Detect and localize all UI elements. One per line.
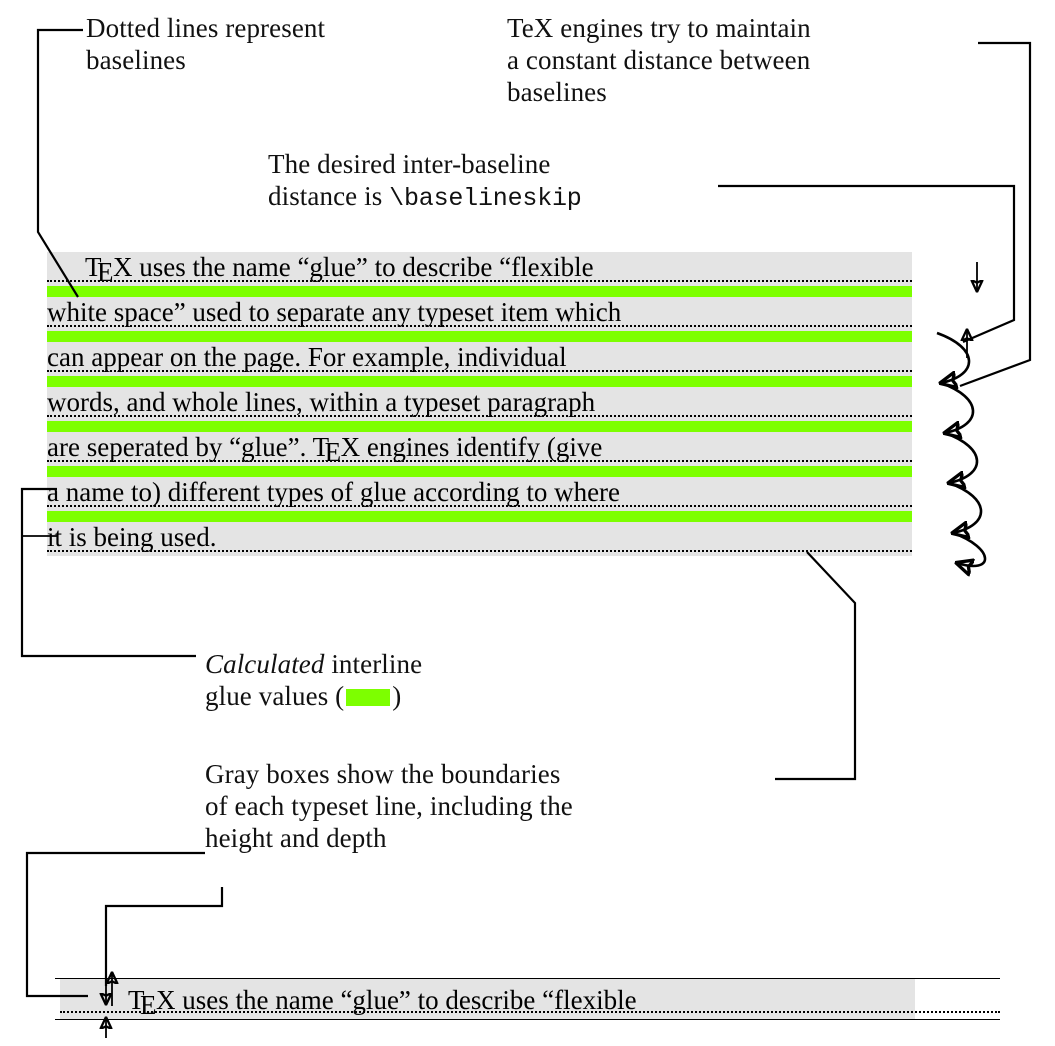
- leader-gray-boxes: [775, 551, 857, 781]
- glue-color-swatch: [346, 689, 391, 706]
- annotation-baselineskip-text: The desired inter-baseline distance is: [268, 149, 551, 211]
- line-bounding-box: a name to) different types of glue accor…: [47, 477, 912, 511]
- baseline-dotted-rule: [60, 1011, 1000, 1013]
- baseline-dotted-rule: [47, 370, 912, 372]
- line-text: are seperated by “glue”. TEX engines ide…: [47, 432, 603, 467]
- line-bounding-box: words, and whole lines, within a typeset…: [47, 387, 912, 421]
- line-text: TEX uses the name “glue” to describe “fl…: [85, 252, 594, 287]
- glue-curve-2: [940, 381, 975, 433]
- annotation-gray-boxes: Gray boxes show the boundaries of each t…: [205, 759, 573, 853]
- typeset-line: a name to) different types of glue accor…: [47, 477, 912, 511]
- baseline-dotted-rule: [47, 460, 912, 462]
- line-bounding-box: it is being used.: [47, 522, 912, 556]
- interline-glue-bar: [47, 466, 912, 477]
- calculated-word: Calculated: [205, 649, 325, 679]
- baseline-dotted-rule: [47, 325, 912, 327]
- tex-logo: TEX: [85, 252, 133, 287]
- line-text: can appear on the page. For example, ind…: [47, 342, 567, 372]
- interline-glue-bar: [47, 376, 912, 387]
- single-line-demo: TEX uses the name “glue” to describe “fl…: [0, 962, 1055, 1046]
- tex-logo: TEX: [312, 432, 361, 467]
- baseline-dotted-rule: [47, 280, 912, 282]
- interline-glue-bar: [47, 286, 912, 297]
- typeset-line: white space” used to separate any typese…: [47, 297, 912, 331]
- typeset-line: can appear on the page. For example, ind…: [47, 342, 912, 376]
- annotation-dotted-lines: Dotted lines represent baselines: [86, 13, 326, 75]
- glue-curve-3: [944, 431, 979, 483]
- baseline-dotted-rule: [47, 415, 912, 417]
- line-bounding-box: TEX uses the name “glue” to describe “fl…: [60, 979, 1000, 1020]
- baselineskip-command: \baselineskip: [389, 184, 582, 213]
- glue-curve-4: [948, 481, 983, 533]
- box-bottom-rule: [55, 1019, 1000, 1020]
- typeset-line: words, and whole lines, within a typeset…: [47, 387, 912, 421]
- typeset-line: it is being used.: [47, 522, 912, 556]
- line-text: white space” used to separate any typese…: [47, 297, 622, 327]
- baseline-dotted-rule: [47, 550, 912, 552]
- typeset-paragraph-demo: TEX uses the name “glue” to describe “fl…: [47, 252, 912, 556]
- annotation-calculated-glue: Calculated interline glue values (): [205, 648, 625, 712]
- glue-curve-1: [936, 331, 971, 383]
- calculated-close-paren: ): [392, 681, 402, 711]
- annotation-baselineskip: The desired inter-baseline distance is \…: [268, 148, 738, 215]
- interline-glue-bar: [47, 511, 912, 522]
- interline-glue-bar: [47, 421, 912, 432]
- interline-glue-bar: [47, 331, 912, 342]
- line-bounding-box: TEX uses the name “glue” to describe “fl…: [47, 252, 912, 287]
- line-text: TEX uses the name “glue” to describe “fl…: [128, 985, 637, 1020]
- glue-curve-5: [953, 531, 987, 566]
- line-text: it is being used.: [47, 522, 217, 552]
- line-text: a name to) different types of glue accor…: [47, 477, 621, 507]
- line-bounding-box: white space” used to separate any typese…: [47, 297, 912, 331]
- line-bounding-box: are seperated by “glue”. TEX engines ide…: [47, 432, 912, 467]
- box-top-rule: [55, 978, 1000, 979]
- typeset-line: TEX uses the name “glue” to describe “fl…: [47, 252, 912, 287]
- line-bounding-box: can appear on the page. For example, ind…: [47, 342, 912, 376]
- annotation-tex-engines: TeX engines try to maintain a constant d…: [507, 13, 811, 107]
- typeset-line: are seperated by “glue”. TEX engines ide…: [47, 432, 912, 467]
- calculated-rest: interline glue values (: [205, 649, 423, 711]
- baseline-dotted-rule: [47, 505, 912, 507]
- line-text: words, and whole lines, within a typeset…: [47, 387, 596, 417]
